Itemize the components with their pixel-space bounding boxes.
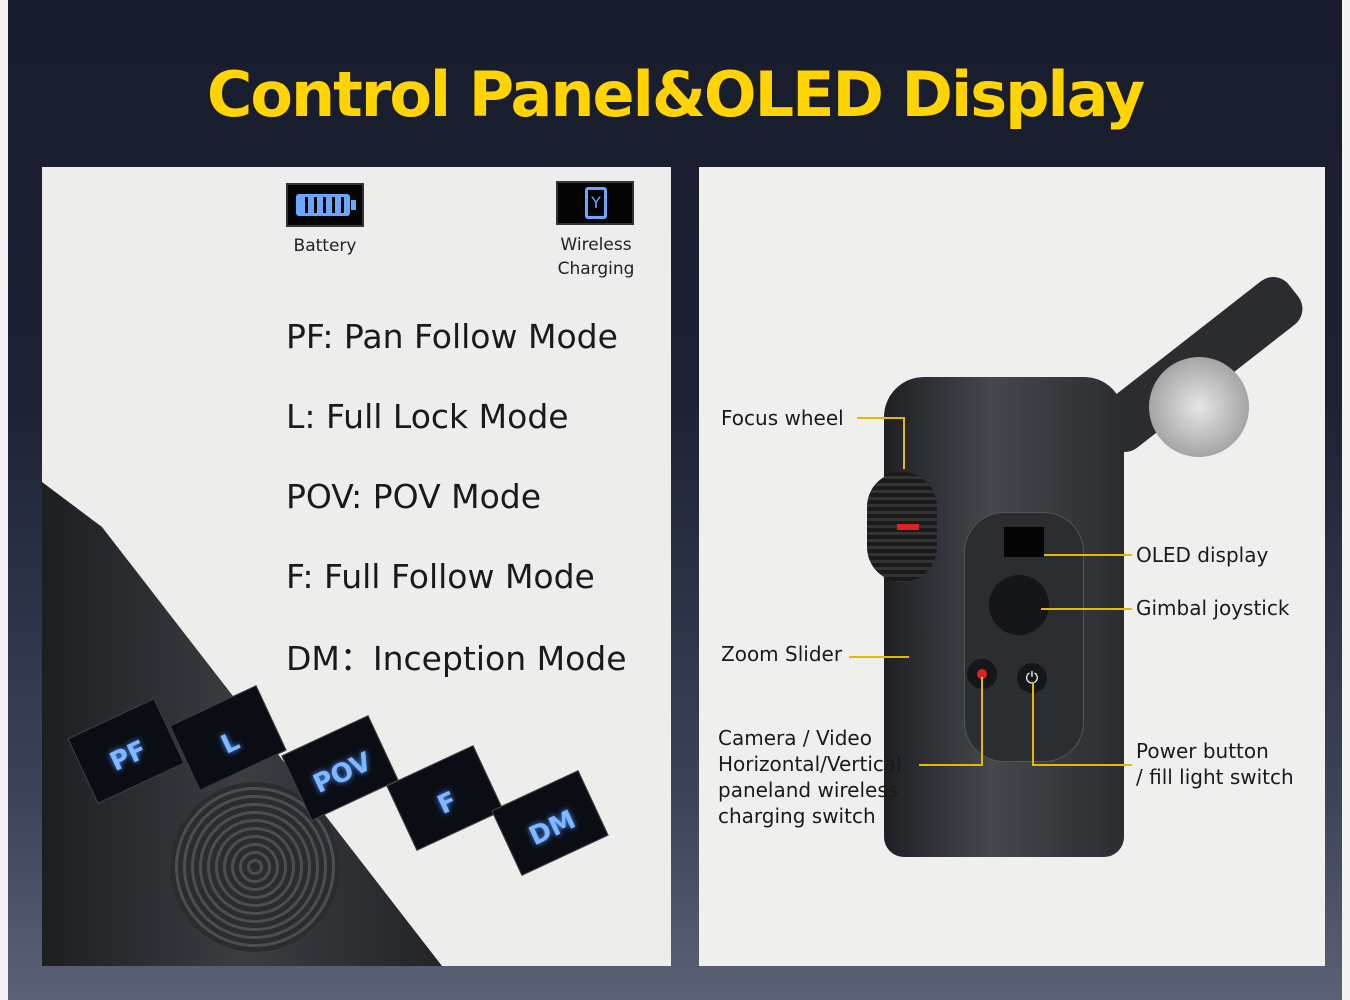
modes-panel: Battery Y Wireless Charging PF: Pan Foll… — [42, 167, 671, 966]
focus-wheel-image — [867, 472, 937, 582]
controls-panel: ⏻ Focus wheel OLED display Gimbal joysti… — [699, 167, 1325, 966]
callout-line — [903, 417, 905, 469]
power-button-label: Power button / fill light switch — [1136, 739, 1294, 789]
focus-wheel-label: Focus wheel — [721, 406, 844, 430]
gimbal-joystick-label: Gimbal joystick — [1136, 596, 1290, 620]
callout-line — [981, 677, 983, 766]
callout-line — [849, 656, 909, 658]
mode-f: F: Full Follow Mode — [286, 557, 595, 596]
mode-pf: PF: Pan Follow Mode — [286, 317, 618, 356]
wireless-charging-icon: Y — [556, 181, 634, 225]
battery-icon — [286, 183, 364, 227]
page-title: Control Panel&OLED Display — [206, 58, 1145, 131]
callout-line — [1044, 554, 1132, 556]
camera-switch-label: Camera / Video Horizontal/Vertical panel… — [718, 726, 902, 828]
callout-line — [1041, 608, 1132, 610]
oled-display-label: OLED display — [1136, 543, 1269, 567]
zoom-slider-label: Zoom Slider — [721, 642, 843, 666]
callout-line — [919, 764, 983, 766]
oled-display-image — [1004, 527, 1044, 557]
mode-l: L: Full Lock Mode — [286, 397, 569, 436]
battery-label: Battery — [293, 236, 357, 256]
callout-line — [857, 417, 905, 419]
wireless-label-1: Wireless — [560, 235, 632, 255]
callout-line — [1032, 764, 1132, 766]
joystick-image — [989, 575, 1049, 635]
wireless-label-2: Charging — [557, 259, 635, 279]
mode-pov: POV: POV Mode — [286, 477, 542, 516]
mode-dm: DM：Inception Mode — [286, 639, 627, 678]
callout-line — [1032, 682, 1034, 766]
